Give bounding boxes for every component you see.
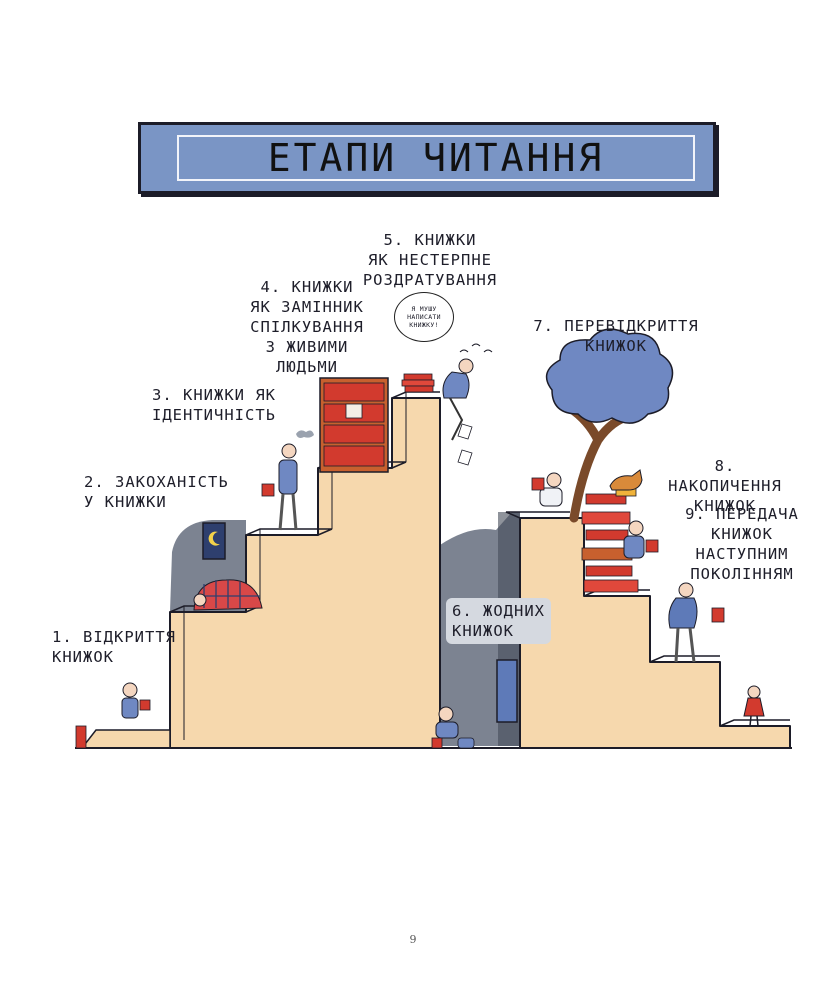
stage-7-label: 7. ПЕРЕВІДКРИТТЯ КНИЖОК [533,317,699,355]
page-number: 9 [409,933,417,946]
stage-5-label: 5. КНИЖКИ ЯК НЕСТЕРПНЕ РОЗДРАТУВАННЯ [362,231,498,289]
stage-6-label: 6. ЖОДНИХ КНИЖОК [446,598,551,644]
moon-window [202,522,226,560]
stage-8-label: 8. НАКОПИЧЕННЯ КНИЖОК [668,457,782,515]
book-pile [581,487,639,593]
cat [609,469,643,491]
left-staircase [75,391,441,749]
title-banner: ЕТАПИ ЧИТАННЯ [138,122,716,194]
tree [545,328,674,523]
bookshelf [319,377,389,473]
stage-1-label: 1. ВІДКРИТТЯ КНИЖОК [52,628,176,666]
stage-3-label: 3. КНИЖКИ ЯК ІДЕНТИЧНІСТЬ [152,386,276,424]
figure-under-blanket [193,579,263,611]
title-frame: ЕТАПИ ЧИТАННЯ [177,135,695,181]
stage-4-label: 4. КНИЖКИ ЯК ЗАМІННИК СПІЛКУВАННЯ З ЖИВИ… [250,278,364,376]
book-stack-top [401,373,435,393]
stage-2-label: 2. ЗАКОХАНІСТЬ У КНИЖКИ [84,473,229,511]
figure-writer [442,358,474,466]
figure-parent [668,582,725,663]
speech-bubble: Я МУШУ НАПИСАТИ КНИЖКУ! [394,292,454,342]
figure-collector [623,520,659,559]
figure-child-receiving [743,685,765,727]
figure-child-reading [75,682,151,749]
stage-9-label: 9. ПЕРЕДАЧА КНИЖОК НАСТУПНИМ ПОКОЛІННЯМ [685,505,799,583]
thought-steam [296,343,493,438]
figure-tree-reader [531,472,563,507]
page-title: ЕТАПИ ЧИТАННЯ [267,136,605,180]
door [496,659,518,723]
figure-identity [261,443,298,531]
figure-tired [431,706,475,749]
